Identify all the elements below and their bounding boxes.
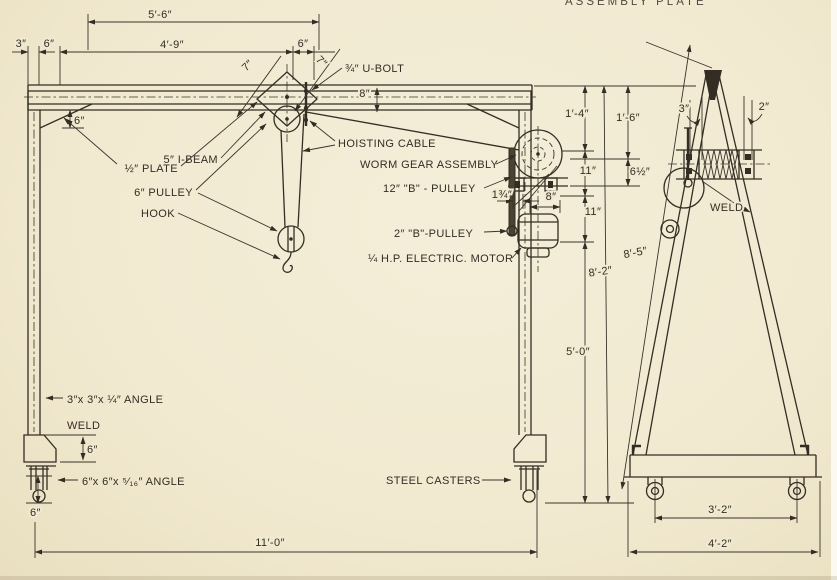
dim-3in-apex: 3″	[679, 103, 690, 115]
left-column	[27, 91, 41, 435]
label-motor: ¼ H.P. ELECTRIC. MOTOR	[368, 253, 513, 265]
front-view-gantry	[23, 64, 568, 503]
hook	[282, 251, 293, 273]
dim-1-34: 1¾″	[492, 189, 512, 201]
u-bolt-nut	[303, 105, 309, 111]
mount-bolt-block	[544, 177, 558, 192]
hook-shackle	[287, 227, 295, 252]
top-pulley	[273, 105, 301, 133]
dim-11in-b: 11″	[585, 206, 602, 218]
dimension-lines	[12, 14, 821, 558]
belt-lines	[513, 165, 558, 212]
label-i-beam: 5″ I-BEAM	[163, 154, 218, 166]
label-hoisting-cable: HOISTING CABLE	[338, 138, 436, 150]
label-worm-gear: WORM GEAR ASSEMBLY	[360, 159, 499, 171]
dim-7in-left: 7″	[240, 58, 256, 74]
dim-11ft0: 11′-0″	[255, 537, 285, 549]
leg-base-brackets	[631, 444, 810, 455]
apex-gusset	[704, 70, 722, 100]
bracket-bolt	[745, 168, 751, 174]
dim-6half: 6½″	[630, 166, 650, 178]
label-steel-casters: STEEL CASTERS	[386, 475, 481, 487]
base-beam	[624, 454, 822, 478]
mount-bolt	[515, 181, 520, 188]
bracket-bolt	[745, 154, 751, 160]
right-foot	[513, 434, 547, 467]
left-gusset-plate	[39, 103, 93, 129]
right-column	[518, 91, 532, 435]
label-weld-front: WELD	[67, 420, 100, 432]
label-12in-pulley: 12″ "B" - PULLEY	[383, 183, 476, 195]
gear-axle	[536, 152, 540, 156]
left-leg-outer	[632, 74, 707, 456]
motor-body-lines	[518, 221, 558, 241]
dim-1ft4: 1′-4″	[565, 108, 589, 120]
plate-pin	[285, 95, 289, 99]
dim-gusset-6in: 6″	[74, 115, 85, 127]
dim-3in: 3″	[16, 38, 27, 50]
leader-lines	[45, 67, 751, 483]
label-6in-pulley: 6″ PULLEY	[134, 187, 193, 199]
left-foot	[23, 434, 57, 467]
cable-guide-bar	[508, 147, 516, 236]
sheet-title-partial: ASSEMBLY PLATE	[565, 0, 707, 8]
right-gusset-plate	[466, 103, 520, 129]
label-u-bolt: ¾″ U-BOLT	[345, 63, 404, 75]
label-2in-pulley: 2″ "B"-PULLEY	[394, 228, 474, 240]
dim-8ft5: 8′-5″	[623, 245, 649, 261]
left-caster-wheel	[32, 489, 46, 503]
frame-hole-inner	[665, 224, 675, 234]
u-bolt-nut	[303, 88, 309, 94]
left-caster-fork	[29, 466, 49, 490]
motor-base	[526, 247, 550, 258]
label-3x3-angle: 3″x 3″x ¼″ ANGLE	[67, 394, 163, 406]
dim-11in-a: 11″	[580, 165, 597, 177]
dim-6in-a: 6″	[44, 38, 55, 50]
label-6x6-angle: 6″x 6″x ⁵⁄₁₆″ ANGLE	[82, 476, 185, 488]
label-weld-side: WELD	[710, 202, 743, 214]
paper-edge	[831, 0, 837, 580]
right-caster-wheel	[522, 489, 536, 503]
label-hook: HOOK	[141, 208, 175, 220]
dim-1ft6: 1′-6″	[616, 112, 640, 124]
u-bolt-nut	[304, 118, 308, 122]
mount-bolt	[548, 181, 553, 188]
dim-8in-beam: 8″	[359, 88, 370, 100]
dim-foot-6in: 6″	[87, 444, 98, 456]
dim-2in-apex: 2″	[759, 101, 770, 113]
dim-6in-b: 6″	[298, 38, 309, 50]
dim-8ft2: 8′-2″	[588, 264, 613, 279]
dim-3ft2: 3′-2″	[708, 504, 732, 516]
dim-8in-motor: 8″	[546, 191, 557, 203]
hook-pulley-axle	[289, 237, 293, 241]
label-plate: ½″ PLATE	[125, 163, 178, 175]
dim-5ft0: 5′-0″	[566, 346, 590, 358]
i-beam	[27, 84, 533, 111]
right-leg-inner	[713, 81, 796, 456]
hoisting-cable-run	[305, 111, 520, 151]
dim-span: 5′-6″	[148, 9, 172, 21]
paper-shadow	[0, 576, 837, 580]
dim-4ft2: 4′-2″	[708, 538, 732, 550]
dim-caster-6in: 6″	[30, 507, 41, 519]
top-pulley-axle	[285, 117, 289, 121]
cable-drum-coil	[701, 149, 739, 180]
cable-falls	[280, 113, 305, 228]
side-casters	[645, 477, 807, 501]
right-caster-fork	[519, 466, 540, 490]
right-leg-outer	[718, 74, 809, 456]
dim-4ft9: 4′-9″	[160, 39, 184, 51]
